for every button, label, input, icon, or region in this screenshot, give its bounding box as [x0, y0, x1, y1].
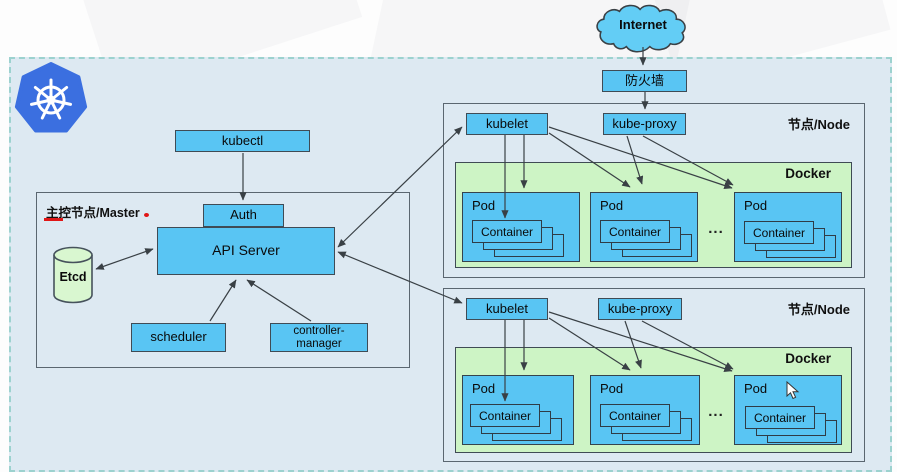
internet-label: Internet: [619, 17, 667, 32]
kubelet-box-1: kubelet: [466, 298, 548, 320]
kubectl-box: kubectl: [175, 130, 310, 152]
container-box: Container: [470, 404, 540, 427]
kube-proxy-box-1: kube-proxy: [598, 298, 682, 320]
auth-box: Auth: [203, 204, 284, 227]
master-title: 主控节点/Master: [46, 206, 140, 220]
more-pods-ellipsis-1: ...: [708, 403, 724, 420]
database-cylinder-icon: [53, 246, 93, 304]
docker-label-0: Docker: [785, 166, 831, 181]
etcd-label: Etcd: [59, 270, 87, 284]
container-box: Container: [745, 406, 815, 429]
pod-label: Pod: [472, 198, 496, 213]
pod-label: Pod: [472, 381, 496, 396]
api-server-box: API Server: [157, 227, 335, 275]
node-group-box-1: [443, 288, 865, 462]
red-dot-annotation: [144, 213, 149, 217]
docker-label-1: Docker: [785, 351, 831, 366]
container-box: Container: [744, 221, 814, 244]
scheduler-box: scheduler: [131, 323, 226, 352]
node-title-0: 节点/Node: [787, 117, 850, 132]
firewall-box: 防火墙: [602, 70, 687, 92]
pod-label: Pod: [600, 198, 624, 213]
controller-manager-box: controller- manager: [270, 323, 368, 352]
pod-label: Pod: [600, 381, 624, 396]
kubelet-box-0: kubelet: [466, 113, 548, 135]
kube-proxy-box-0: kube-proxy: [603, 113, 686, 135]
internet-cloud: Internet: [594, 2, 692, 54]
red-underline-annotation: [44, 218, 63, 221]
node-title-1: 节点/Node: [787, 302, 850, 317]
container-box: Container: [600, 220, 670, 243]
kubernetes-logo-icon: [14, 62, 88, 133]
etcd-database: Etcd: [52, 246, 94, 304]
cloud-icon: [596, 4, 686, 53]
mouse-cursor-icon: [786, 381, 800, 400]
container-box: Container: [600, 404, 670, 427]
pod-label: Pod: [744, 381, 768, 396]
more-pods-ellipsis-0: ...: [708, 220, 724, 237]
container-box: Container: [472, 220, 542, 243]
pod-label: Pod: [744, 198, 768, 213]
